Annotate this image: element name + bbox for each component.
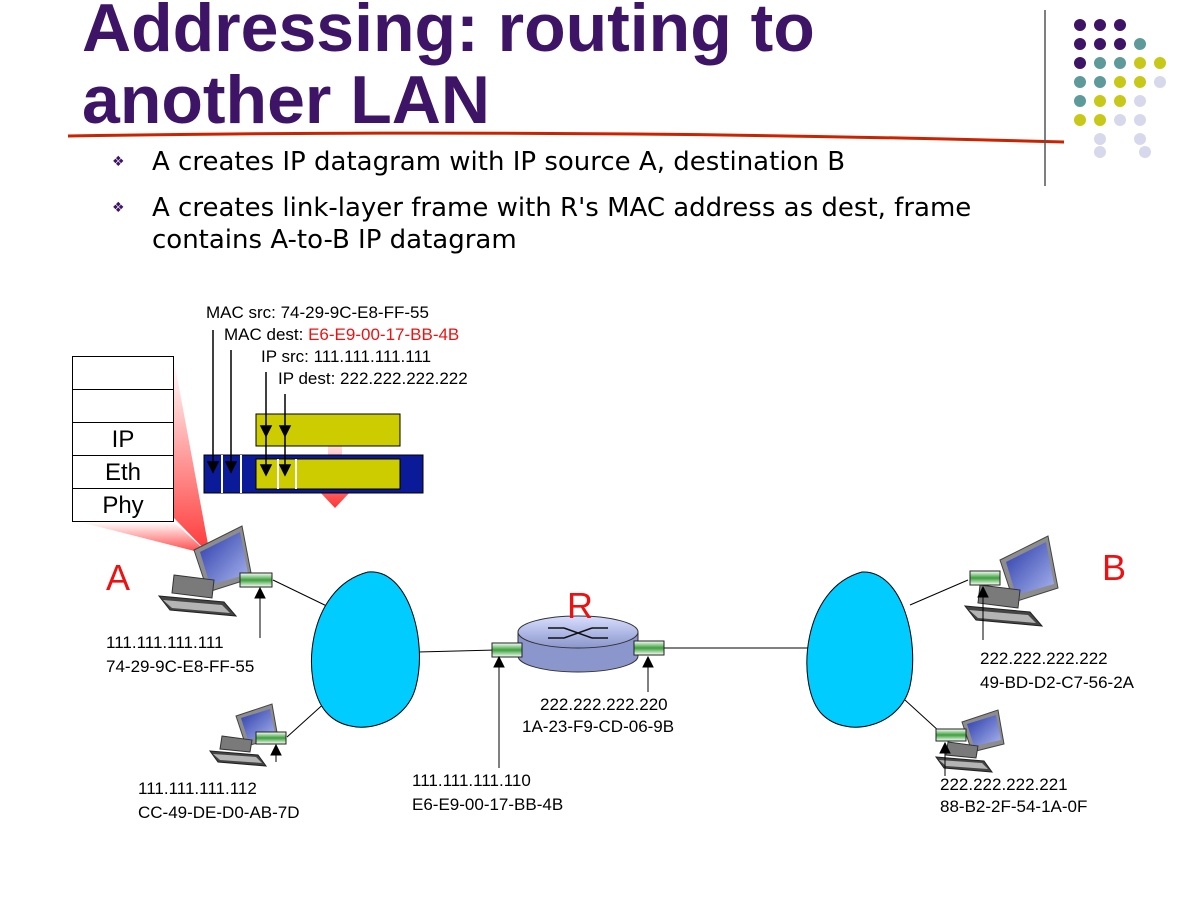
mac-src-label: MAC src: 74-29-9C-E8-FF-55 (206, 303, 429, 322)
host-b2-mac: 88-B2-2F-54-1A-0F (940, 797, 1088, 816)
host-a2-ip: 111.111.111.112 (138, 779, 257, 798)
ip-dest-label: IP dest: 222.222.222.222 (278, 369, 468, 388)
bullet-text: A creates IP datagram with IP source A, … (152, 147, 846, 177)
bullet-list: ❖ A creates IP datagram with IP source A,… (112, 146, 1072, 270)
host-b-label: B (1102, 547, 1127, 588)
ip-src-label: IP src: 111.111.111.111 (261, 347, 432, 366)
stack-layer-eth: Eth (73, 456, 173, 489)
mac-dest-value: E6-E9-00-17-BB-4B (308, 325, 460, 344)
bullet-item: ❖ A creates link-layer frame with R's MAC… (112, 192, 1072, 256)
mac-dest-row: MAC dest: E6-E9-00-17-BB-4B (224, 324, 459, 345)
title-underline (67, 131, 1065, 144)
diamond-bullet-icon: ❖ (112, 200, 125, 216)
diamond-bullet-icon: ❖ (112, 154, 125, 170)
bullet-text: A creates link-layer frame with R's MAC … (152, 193, 972, 255)
host-b-mac: 49-BD-D2-C7-56-2A (980, 673, 1134, 692)
mac-dest-label: MAC dest: (224, 325, 309, 344)
stack-layer-empty (73, 390, 173, 423)
host-a2-mac: CC-49-DE-D0-AB-7D (138, 803, 300, 822)
stack-layer-ip: IP (73, 423, 173, 456)
host-a-label: A (106, 557, 131, 598)
router-right-ip: 222.222.222.220 (540, 695, 668, 714)
router-left-mac: E6-E9-00-17-BB-4B (412, 795, 564, 814)
router-left-ip: 111.111.111.110 (412, 771, 531, 790)
router-icon (517, 615, 639, 673)
router-label: R (567, 585, 593, 626)
stack-layer-empty (73, 357, 173, 390)
stack-layer-phy: Phy (102, 492, 144, 519)
frame-payload (255, 458, 401, 490)
host-a-mac: 74-29-9C-E8-FF-55 (106, 657, 255, 676)
lan-cloud-left (311, 571, 420, 728)
host-a-ip: 111.111.111.111 (106, 633, 224, 652)
router-right-mac: 1A-23-F9-CD-06-9B (522, 717, 675, 736)
lan-cloud-right (806, 571, 914, 728)
ip-datagram (255, 413, 401, 447)
host-b2-ip: 222.222.222.221 (940, 775, 1068, 794)
nic-icons (239, 570, 1001, 745)
decorative-dots (1044, 10, 1166, 186)
stack-to-host-cone (174, 360, 210, 555)
slide-title: Addressing: routing to another LAN (82, 0, 815, 138)
protocol-stack: IP Eth Phy (72, 356, 174, 522)
bullet-item: ❖ A creates IP datagram with IP source A,… (112, 146, 1072, 178)
host-b-ip: 222.222.222.222 (980, 649, 1108, 668)
